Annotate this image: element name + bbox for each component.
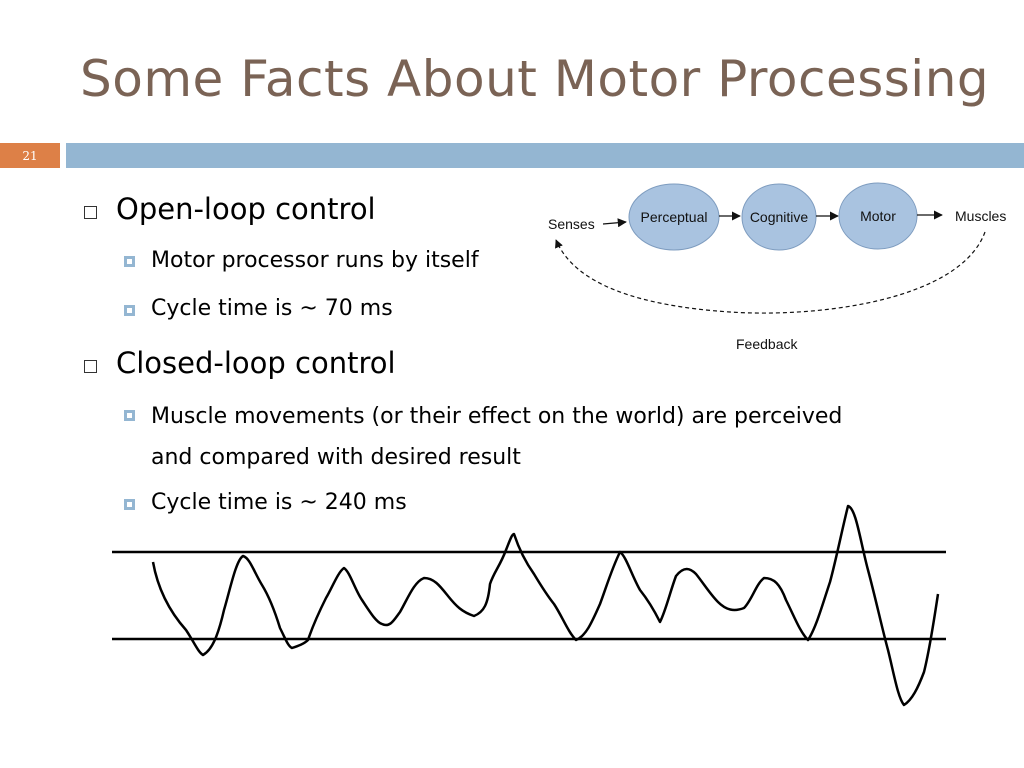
feedback-label: Feedback: [736, 336, 798, 352]
loop-diagram: Senses Perceptual Cognitive Motor Muscle…: [548, 182, 1006, 352]
waveform-path: [151, 504, 940, 707]
sub-bullet-cycle-70: Cycle time is ~ 70 ms: [151, 296, 393, 321]
motor-label: Motor: [860, 208, 896, 224]
filled-square-bullet-icon: [124, 499, 135, 510]
page-number: 21: [0, 143, 60, 168]
sub-bullet-cycle-240: Cycle time is ~ 240 ms: [151, 490, 407, 515]
arrow-icon: [602, 218, 627, 228]
cognitive-label: Cognitive: [750, 209, 809, 225]
filled-square-bullet-icon: [124, 256, 135, 267]
motor-node: [838, 182, 918, 250]
sub-bullet-muscle-movements: Muscle movements (or their effect on the…: [151, 404, 843, 470]
bullet-closed-loop: Closed-loop control: [116, 346, 396, 380]
filled-square-bullet-icon: [124, 305, 135, 316]
perceptual-label: Perceptual: [641, 209, 708, 225]
accent-bar: [66, 143, 1024, 168]
bullet-open-loop: Open-loop control: [116, 192, 376, 226]
perceptual-node: [628, 183, 720, 251]
slide-title: Some Facts About Motor Processing: [80, 50, 990, 108]
motor-waveform-illustration: [112, 504, 946, 707]
cognitive-node: [741, 183, 817, 251]
sub-bullet-runs-itself: Motor processor runs by itself: [151, 248, 479, 273]
hollow-square-bullet-icon: [84, 206, 97, 219]
filled-square-bullet-icon: [124, 410, 135, 421]
muscles-label: Muscles: [955, 208, 1006, 224]
hollow-square-bullet-icon: [84, 360, 97, 373]
senses-label: Senses: [548, 216, 595, 232]
